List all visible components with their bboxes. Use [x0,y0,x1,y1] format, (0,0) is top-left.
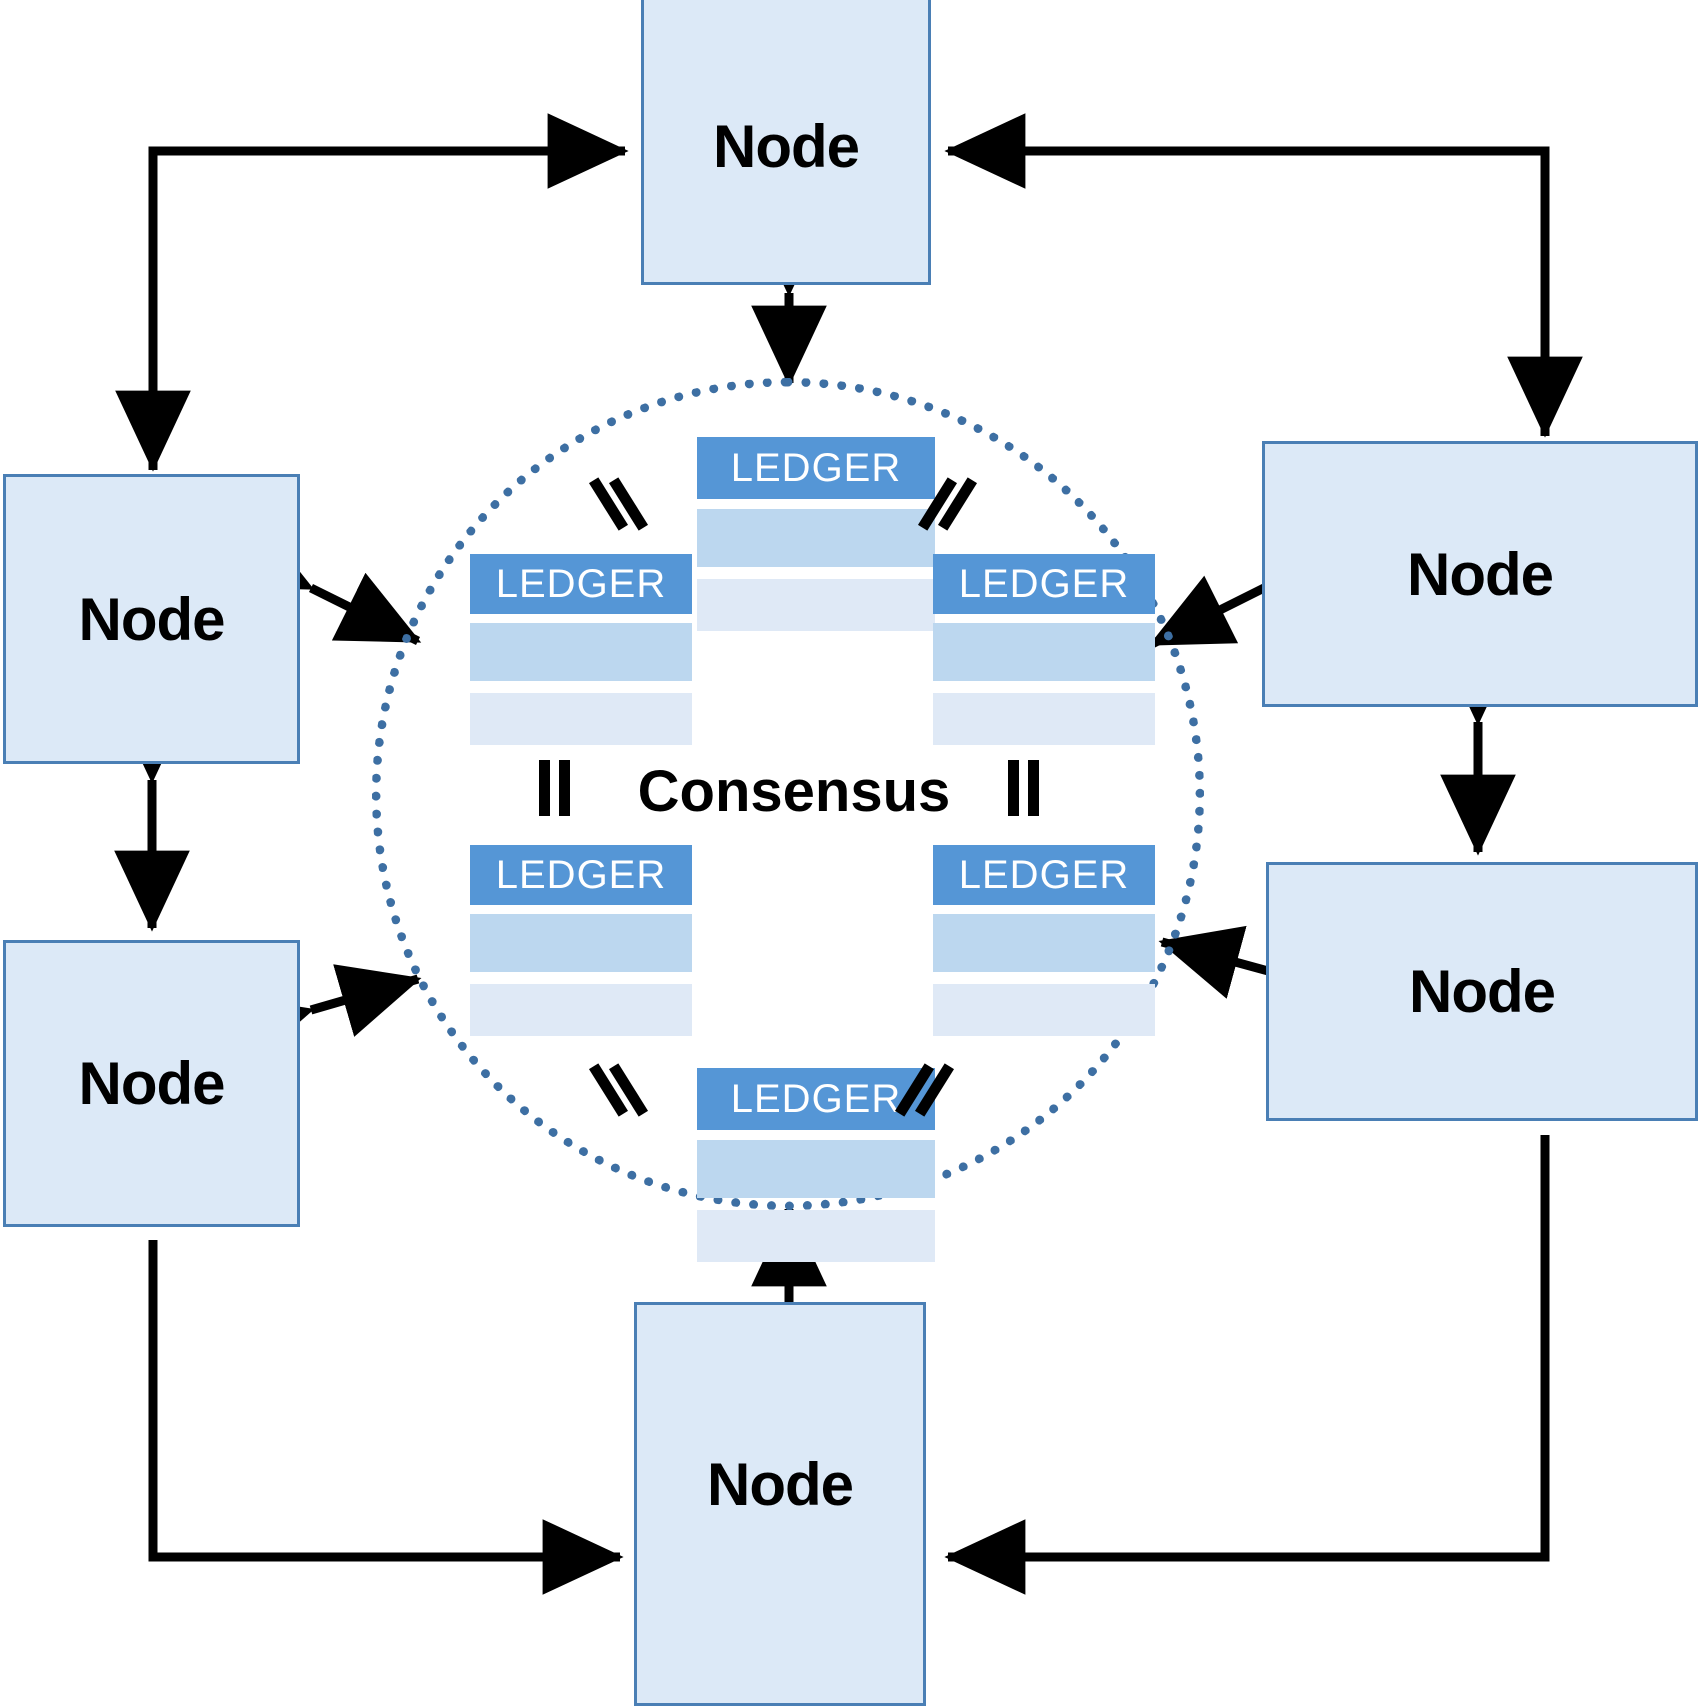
ledger-header-label: LEDGER [470,845,692,905]
ledger-row [697,1210,935,1262]
node-box-top[interactable]: Node [641,0,931,285]
node-box-bottom[interactable]: Node [634,1302,926,1706]
ledger-header-label: LEDGER [697,437,935,499]
ledger-stack-bottom-center[interactable]: LEDGER [697,1068,935,1262]
ledger-row [697,1140,935,1198]
node-box-left-upper[interactable]: Node [3,474,300,764]
arrow-leftupper-to-consensus [224,519,422,646]
node-label: Node [78,1050,226,1117]
node-label: Node [1407,540,1554,608]
equality-mark-icon [533,760,579,816]
ledger-header-label: LEDGER [697,1068,935,1130]
equality-mark-icon [917,476,978,532]
consensus-label: Consensus [637,759,951,824]
ledger-row [933,984,1155,1036]
ledger-stack-lower-right[interactable]: LEDGER [933,845,1155,1036]
ledger-stack-upper-left[interactable]: LEDGER [470,554,692,745]
arrow-leftupper-to-top [148,113,629,470]
ledger-row [933,623,1155,681]
ledger-row [933,914,1155,972]
equality-mark-icon [894,1062,955,1118]
node-label: Node [713,112,860,180]
arrow-leftlower-to-consensus [226,964,422,1068]
arrow-rightlower-to-bottom [944,1135,1550,1595]
node-label: Node [78,585,226,653]
equality-mark-icon [588,476,649,532]
ledger-row [470,693,692,745]
ledger-stack-lower-left[interactable]: LEDGER [470,845,692,1036]
ledger-row [470,984,692,1036]
node-box-right-upper[interactable]: Node [1262,441,1698,707]
ledger-row [470,623,692,681]
arrow-rightupper-to-top [944,113,1550,436]
ledger-row [697,509,935,567]
ledger-stack-upper-right[interactable]: LEDGER [933,554,1155,745]
equality-mark-icon [1002,760,1048,816]
arrow-leftlower-to-bottom [148,1240,624,1595]
ledger-row [697,579,935,631]
node-box-left-lower[interactable]: Node [3,940,300,1227]
node-label: Node [707,1450,854,1518]
node-label: Node [1409,958,1556,1025]
node-box-right-lower[interactable]: Node [1266,862,1698,1121]
ledger-header-label: LEDGER [933,554,1155,614]
ledger-header-label: LEDGER [933,845,1155,905]
consensus-boundary-circle [372,378,1204,1210]
equality-mark-icon [588,1062,649,1118]
arrow-rightlower-to-consensus [1158,925,1357,1029]
ledger-header-label: LEDGER [470,554,692,614]
ledger-stack-top-center[interactable]: LEDGER [697,437,935,631]
ledger-row [470,914,692,972]
ledger-row [933,693,1155,745]
